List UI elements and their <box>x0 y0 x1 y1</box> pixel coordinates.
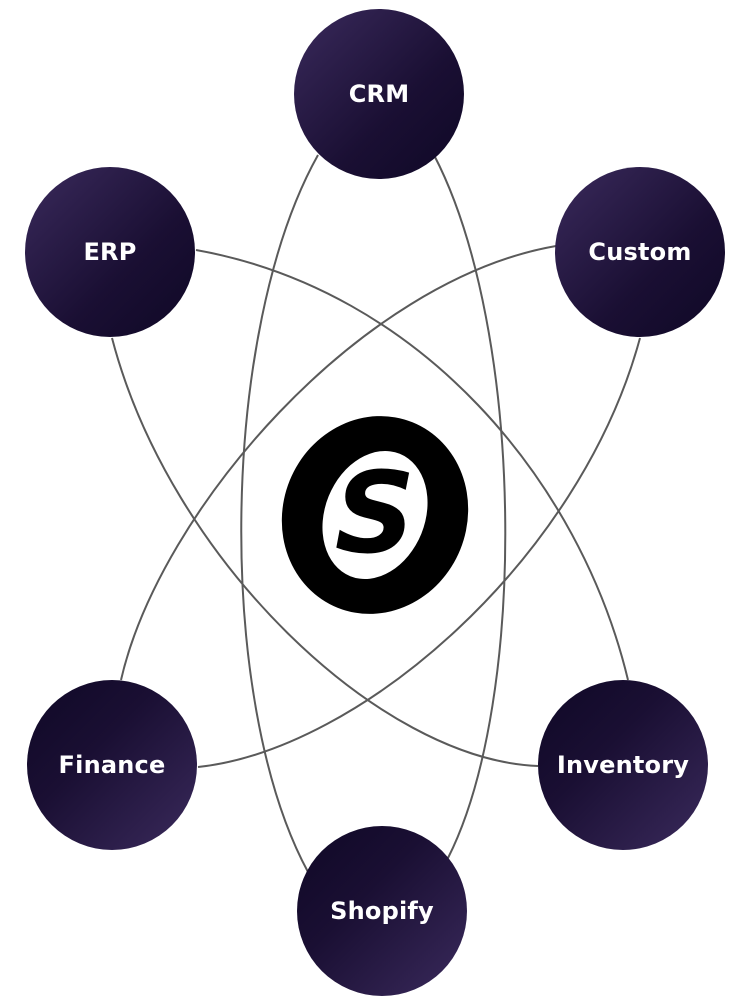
orbit-erp-inventory-upper <box>195 249 629 681</box>
node-custom[interactable]: Custom <box>555 167 725 337</box>
node-erp[interactable]: ERP <box>25 167 195 337</box>
brand-logo-icon: S <box>281 416 469 614</box>
node-erp-label: ERP <box>83 238 137 266</box>
orbit-custom-finance-lower <box>197 337 641 768</box>
orbit-erp-inventory-lower <box>111 337 539 767</box>
node-finance[interactable]: Finance <box>27 680 197 850</box>
node-inventory[interactable]: Inventory <box>538 680 708 850</box>
logo-letter: S <box>335 449 416 579</box>
node-finance-label: Finance <box>58 751 166 779</box>
node-crm-label: CRM <box>348 80 410 108</box>
node-shopify[interactable]: Shopify <box>297 826 467 996</box>
orbit-custom-finance-upper <box>120 245 557 681</box>
node-custom-label: Custom <box>588 238 692 266</box>
orbit-crm-shopify-right <box>433 154 507 859</box>
node-shopify-label: Shopify <box>330 897 434 925</box>
node-inventory-label: Inventory <box>556 751 690 779</box>
node-crm[interactable]: CRM <box>294 9 464 179</box>
orbit-crm-shopify-left <box>240 154 319 873</box>
